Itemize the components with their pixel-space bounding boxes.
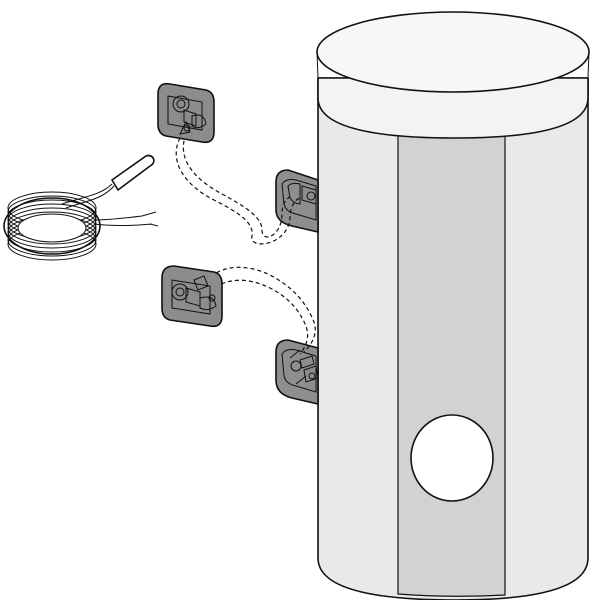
storage-cylinder (316, 11, 590, 600)
cable-coil (3, 191, 101, 261)
sensor-probe (111, 154, 155, 191)
tank-band (397, 127, 506, 597)
upper-pipe-route-2 (175, 137, 301, 245)
lower-pipe-route-2 (209, 279, 309, 355)
tank-lid (317, 77, 589, 139)
sensor-wire-ends (93, 211, 159, 227)
tank-top-rim (316, 51, 590, 79)
lower-valve-fitting (161, 265, 223, 328)
upper-connection-bracket (275, 169, 319, 233)
tank-inspection-port (410, 414, 494, 502)
upper-valve-fitting (157, 82, 215, 144)
tank-top-ellipse (316, 11, 590, 93)
lower-pipe-route (205, 266, 316, 353)
temperature-sensor (3, 154, 159, 261)
pipe-routes (175, 133, 316, 355)
upper-pipe-route (182, 133, 293, 238)
lower-connection-bracket (275, 339, 319, 405)
